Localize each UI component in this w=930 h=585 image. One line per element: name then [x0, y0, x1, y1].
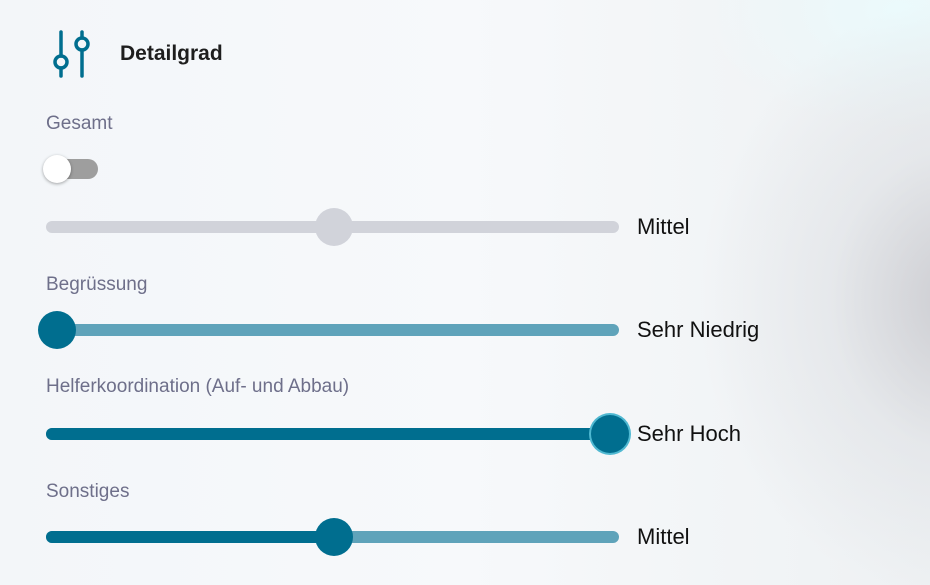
gesamt-slider[interactable]: [46, 208, 619, 246]
gesamt-toggle[interactable]: [43, 155, 98, 183]
section-label-gesamt: Gesamt: [46, 113, 113, 134]
page-title: Detailgrad: [120, 42, 223, 65]
toggle-knob: [43, 155, 71, 183]
slider-fill: [46, 428, 610, 440]
begruessung-value: Sehr Niedrig: [637, 317, 760, 342]
section-label-helferkoordination: Helferkoordination (Auf- und Abbau): [46, 376, 350, 397]
gesamt-value: Mittel: [637, 214, 690, 239]
sonstiges-slider[interactable]: [46, 518, 619, 556]
helferkoordination-slider[interactable]: [46, 415, 629, 453]
slider-thumb[interactable]: [38, 311, 76, 349]
slider-rail: [46, 324, 619, 336]
section-label-sonstiges: Sonstiges: [46, 481, 130, 502]
header: Detailgrad: [52, 30, 223, 78]
slider-fill: [46, 531, 334, 543]
helferkoordination-value: Sehr Hoch: [637, 421, 741, 446]
slider-thumb[interactable]: [591, 415, 629, 453]
sliders-icon: [52, 30, 92, 78]
slider-thumb[interactable]: [314, 208, 353, 246]
sonstiges-value: Mittel: [637, 524, 690, 549]
slider-thumb[interactable]: [314, 518, 353, 556]
section-label-begruessung: Begrüssung: [46, 274, 148, 295]
begruessung-slider[interactable]: [38, 311, 619, 349]
